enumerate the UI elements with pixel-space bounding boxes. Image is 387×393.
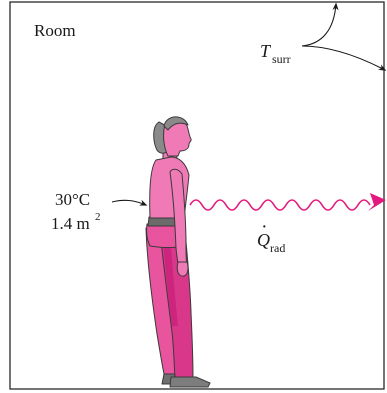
arm	[169, 168, 188, 272]
person-temperature-label: 30°C	[55, 190, 90, 209]
person-area-label: 1.4 m	[51, 214, 90, 233]
room-frame	[9, 1, 385, 390]
wave-arrowhead	[368, 193, 386, 211]
label-pointer-arrow-icon	[111, 199, 148, 206]
hand	[176, 261, 189, 277]
surroundings-arrows-icon	[301, 2, 387, 71]
radiation-wave-arrow-icon	[189, 193, 386, 211]
radiation-label: Q	[257, 230, 270, 250]
person-figure-icon	[145, 116, 211, 388]
person-area-exponent: 2	[95, 211, 101, 223]
surroundings-temperature-label: T	[260, 41, 272, 61]
room-label: Room	[34, 21, 76, 40]
radiation-dot: ·	[262, 220, 267, 235]
radiation-subscript: rad	[270, 241, 285, 255]
surroundings-temperature-subscript: surr	[272, 52, 291, 66]
